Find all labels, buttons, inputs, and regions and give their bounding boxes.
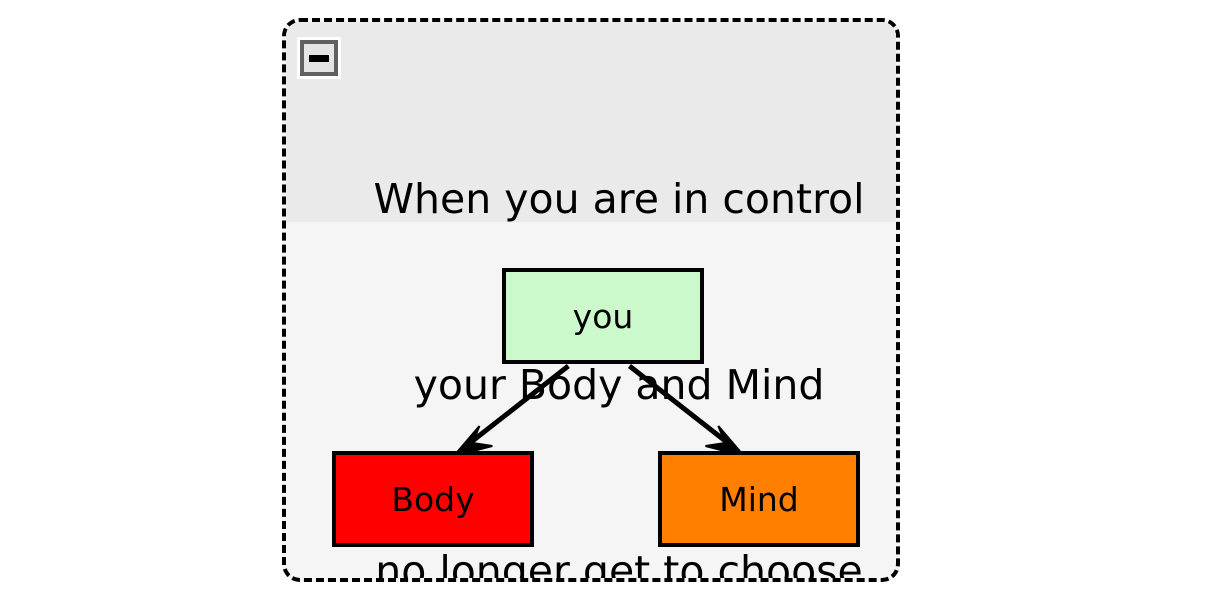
- edge-you-mind: [627, 364, 747, 458]
- node-mind-label: Mind: [719, 479, 799, 519]
- edge-you-body: [450, 364, 570, 458]
- graph-area: you Body Mind: [286, 222, 896, 578]
- edge-layer: [450, 364, 747, 458]
- cluster-title: When you are in control your Body and Mi…: [346, 44, 892, 582]
- cluster-container: When you are in control your Body and Mi…: [282, 18, 900, 582]
- collapse-button[interactable]: [297, 37, 341, 79]
- node-body-label: Body: [391, 479, 475, 519]
- cluster-title-line-1: When you are in control: [373, 175, 865, 223]
- cluster-title-line-3: no longer get to choose: [375, 547, 863, 582]
- collapse-button-face: [300, 40, 338, 76]
- minus-icon: [309, 54, 329, 62]
- node-you-label: you: [572, 296, 634, 336]
- node-mind[interactable]: Mind: [658, 451, 860, 547]
- node-you[interactable]: you: [502, 268, 704, 364]
- cluster-title-line-2: your Body and Mind: [413, 361, 825, 409]
- node-body[interactable]: Body: [332, 451, 534, 547]
- cluster-header: [286, 22, 896, 222]
